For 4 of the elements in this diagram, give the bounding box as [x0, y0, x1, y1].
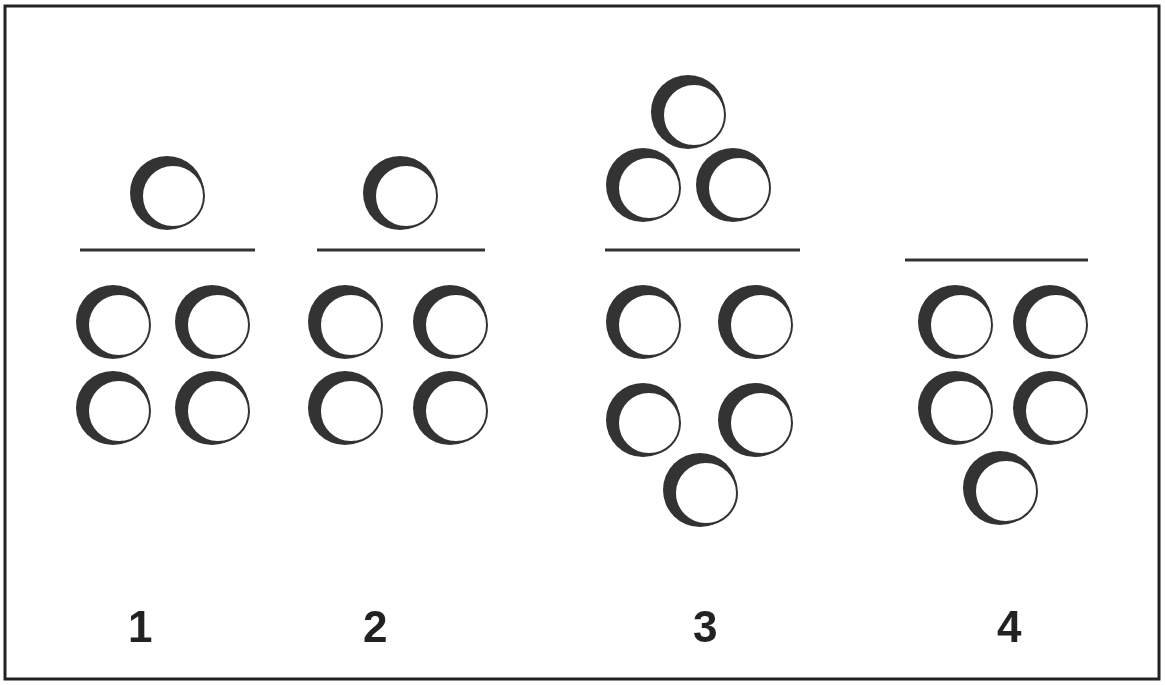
group-number: 3 — [693, 605, 718, 649]
group-number: 4 — [997, 605, 1022, 649]
group-number: 1 — [128, 605, 153, 649]
group-number: 2 — [363, 605, 388, 649]
